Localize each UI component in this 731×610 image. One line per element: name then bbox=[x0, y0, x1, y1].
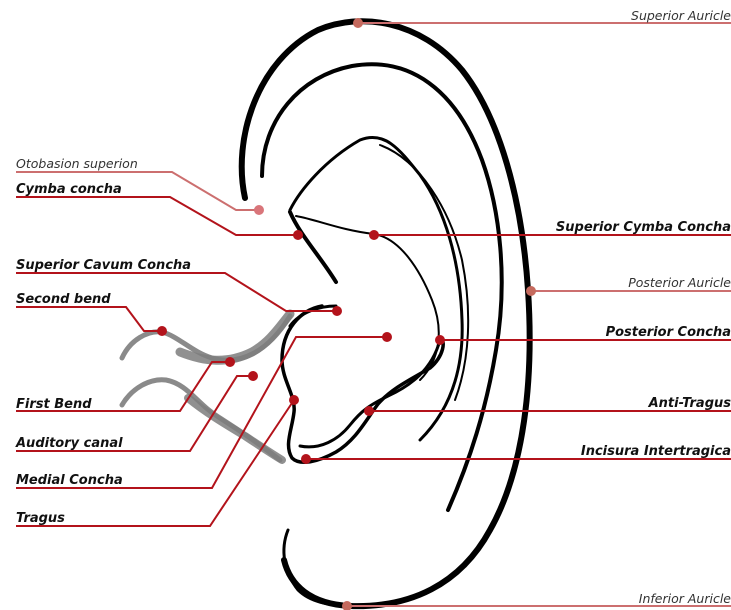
leader-lines bbox=[16, 23, 731, 606]
point-first-bend bbox=[225, 357, 235, 367]
leader-tragus bbox=[16, 400, 294, 526]
tragus-inner bbox=[290, 306, 336, 326]
point-incisura-intertragica bbox=[301, 454, 311, 464]
label-posterior-concha: Posterior Concha bbox=[606, 325, 731, 340]
point-inferior-auricle bbox=[342, 601, 352, 610]
ear-canal-shading bbox=[122, 314, 290, 460]
point-posterior-auricle bbox=[526, 286, 536, 296]
leader-cymba-concha bbox=[16, 197, 298, 235]
crus-of-helix-line bbox=[296, 216, 439, 380]
label-auditory-canal: Auditory canal bbox=[15, 436, 123, 451]
concha-bowl bbox=[282, 306, 443, 462]
label-otobasion-superion: Otobasion superion bbox=[16, 156, 138, 171]
canal-band-lower-thick bbox=[188, 398, 282, 460]
label-superior-auricle: Superior Auricle bbox=[631, 8, 731, 23]
cymba-fold bbox=[290, 212, 336, 282]
point-anti-tragus bbox=[364, 406, 374, 416]
label-superior-cymba-concha: Superior Cymba Concha bbox=[556, 220, 731, 235]
label-tragus: Tragus bbox=[16, 511, 65, 526]
point-otobasion-superion bbox=[254, 205, 264, 215]
label-first-bend: First Bend bbox=[16, 397, 92, 412]
label-posterior-auricle: Posterior Auricle bbox=[628, 275, 731, 290]
label-inferior-auricle: Inferior Auricle bbox=[639, 591, 731, 606]
antihelix-crus bbox=[290, 137, 462, 440]
label-incisura-intertragica: Incisura Intertragica bbox=[581, 444, 731, 459]
point-posterior-concha bbox=[435, 335, 445, 345]
point-superior-auricle bbox=[353, 18, 363, 28]
point-second-bend bbox=[157, 326, 167, 336]
point-tragus bbox=[289, 395, 299, 405]
point-superior-cymba-concha bbox=[369, 230, 379, 240]
label-medial-concha: Medial Concha bbox=[16, 473, 123, 488]
label-superior-cavum-concha: Superior Cavum Concha bbox=[16, 258, 191, 273]
lobule-contour bbox=[284, 530, 346, 604]
point-auditory-canal bbox=[248, 371, 258, 381]
point-cymba-concha bbox=[293, 230, 303, 240]
canal-band-upper-thick bbox=[180, 314, 290, 360]
label-anti-tragus: Anti-Tragus bbox=[648, 396, 731, 411]
antitragus-contour bbox=[300, 340, 440, 447]
label-second-bend: Second bend bbox=[16, 292, 111, 307]
point-medial-concha bbox=[382, 332, 392, 342]
point-superior-cavum-concha bbox=[332, 306, 342, 316]
leader-second-bend bbox=[16, 307, 162, 331]
label-cymba-concha: Cymba concha bbox=[16, 182, 122, 197]
